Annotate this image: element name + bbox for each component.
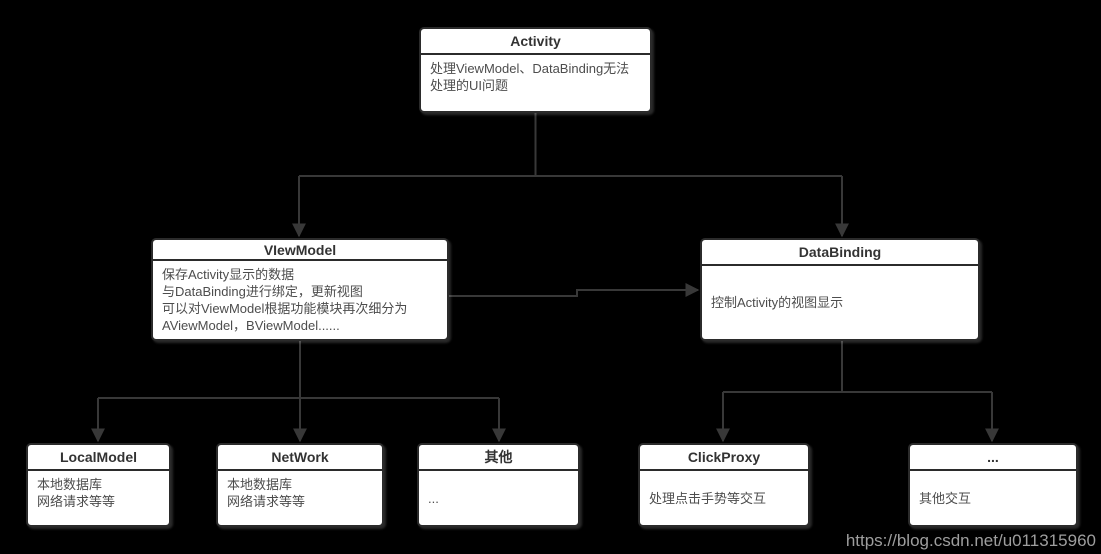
node-other: 其他 ... xyxy=(417,443,580,527)
node-clickproxy-title: ClickProxy xyxy=(640,445,808,471)
node-other-title: 其他 xyxy=(419,445,578,471)
node-clickproxy: ClickProxy 处理点击手势等交互 xyxy=(638,443,810,527)
watermark-url: https://blog.csdn.net/u011315960 xyxy=(845,531,1096,550)
node-activity-body: 处理ViewModel、DataBinding无法 处理的UI问题 xyxy=(430,61,630,93)
connector-activity-children xyxy=(292,113,849,238)
node-databinding-title: DataBinding xyxy=(702,240,978,266)
connector-databinding-children xyxy=(716,341,999,443)
node-viewmodel-title: VIewModel xyxy=(153,240,447,261)
connector-viewmodel-databinding xyxy=(449,283,700,297)
node-more-title: ... xyxy=(910,445,1076,471)
node-more: ... 其他交互 xyxy=(908,443,1078,527)
node-activity: Activity 处理ViewModel、DataBinding无法 处理的UI… xyxy=(419,27,652,113)
connector-viewmodel-children xyxy=(91,341,506,443)
node-clickproxy-body: 处理点击手势等交互 xyxy=(649,490,767,506)
node-more-body: 其他交互 xyxy=(919,490,972,506)
node-databinding-body: 控制Activity的视图显示 xyxy=(711,295,844,310)
node-network-title: NetWork xyxy=(218,445,382,471)
node-network: NetWork 本地数据库 网络请求等等 xyxy=(216,443,384,527)
node-viewmodel-body: 保存Activity显示的数据 与DataBinding进行绑定，更新视图 可以… xyxy=(162,267,408,333)
node-other-body: ... xyxy=(428,490,439,506)
node-activity-title: Activity xyxy=(421,29,650,55)
node-localmodel-body: 本地数据库 网络请求等等 xyxy=(37,477,116,509)
node-databinding: DataBinding 控制Activity的视图显示 xyxy=(700,238,980,341)
node-network-body: 本地数据库 网络请求等等 xyxy=(227,477,306,509)
node-localmodel-title: LocalModel xyxy=(28,445,169,471)
node-localmodel: LocalModel 本地数据库 网络请求等等 xyxy=(26,443,171,527)
node-viewmodel: VIewModel 保存Activity显示的数据 与DataBinding进行… xyxy=(151,238,449,341)
